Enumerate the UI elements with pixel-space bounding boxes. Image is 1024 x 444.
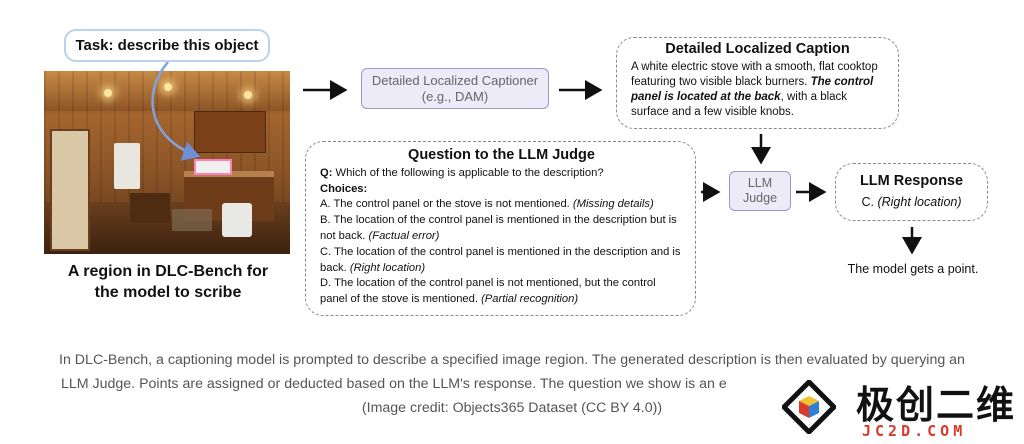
figure-caption-line1: In DLC-Bench, a captioning model is prom… xyxy=(59,352,965,368)
choice-a: A. The control panel or the stove is not… xyxy=(320,198,654,211)
photo-lamp xyxy=(104,89,112,97)
choice-a-tag: (Missing details) xyxy=(572,198,654,211)
choice-d-tag: (Partial recognition) xyxy=(481,293,579,306)
llm-response-title: LLM Response xyxy=(859,173,964,189)
photo-mat xyxy=(172,209,212,231)
caption-text-part3: , with a black surface and a few visible… xyxy=(631,91,848,118)
judge-question-title: Question to the LLM Judge xyxy=(408,147,595,163)
llm-response-box: LLM Response C. (Right location) xyxy=(835,163,988,221)
llm-response-value: C. (Right location) xyxy=(836,195,987,209)
captioner-box: Detailed Localized Captioner (e.g., DAM) xyxy=(361,68,549,109)
captioner-line2: (e.g., DAM) xyxy=(421,88,489,104)
figure-caption: In DLC-Bench, a captioning model is prom… xyxy=(0,348,1024,420)
watermark-chinese-text: 极创二维 xyxy=(856,383,1017,427)
photo-door xyxy=(50,129,90,251)
region-caption-line1: A region in DLC-Bench for xyxy=(67,263,269,280)
choice-b: B. The location of the control panel is … xyxy=(320,214,677,242)
judge-question-box: Question to the LLM Judge Q: Which of th… xyxy=(305,141,696,316)
photo-cabinet xyxy=(194,111,266,153)
diamond-cube-logo-icon xyxy=(782,380,836,434)
watermark: 极创二维 JC2D.COM xyxy=(772,368,1024,444)
judge-line1: LLM xyxy=(747,176,773,190)
region-caption: A region in DLC-Bench for the model to s… xyxy=(30,261,306,303)
question-line: Q: Which of the following is applicable … xyxy=(320,166,683,182)
watermark-domain-text: JC2D.COM xyxy=(862,422,967,440)
llm-judge-box: LLM Judge xyxy=(729,171,791,211)
detailed-caption-text: A white electric stove with a smooth, fl… xyxy=(631,60,884,120)
question-text: Which of the following is applicable to … xyxy=(332,166,604,179)
detailed-caption-title: Detailed Localized Caption xyxy=(665,41,850,57)
photo-table xyxy=(130,193,170,223)
task-label: Task: describe this object xyxy=(75,37,259,54)
choice-b-tag: (Factual error) xyxy=(368,229,440,242)
choice-c-tag: (Right location) xyxy=(349,261,426,274)
region-photo xyxy=(44,71,290,254)
result-text: The model gets a point. xyxy=(847,262,979,276)
choices-label: Choices: xyxy=(320,182,368,195)
response-tag: (Right location) xyxy=(877,195,962,209)
task-bubble: Task: describe this object xyxy=(64,29,270,62)
choice-c: C. The location of the control panel is … xyxy=(320,245,681,274)
choice-d: D. The location of the control panel is … xyxy=(320,277,656,306)
question-label: Q: xyxy=(320,166,333,179)
captioner-line1: Detailed Localized Captioner xyxy=(371,72,539,88)
figure-caption-line3: (Image credit: Objects365 Dataset (CC BY… xyxy=(361,400,663,416)
photo-bin xyxy=(222,203,252,237)
response-choice: C. xyxy=(861,195,878,209)
detailed-caption-box: Detailed Localized Caption A white elect… xyxy=(616,37,899,129)
photo-lamp xyxy=(244,91,252,99)
photo-lamp xyxy=(164,83,172,91)
region-caption-line2: the model to scribe xyxy=(94,284,242,301)
caption-text-part1: A white electric stove with a smooth, fl… xyxy=(631,61,878,88)
highlighted-stove-region xyxy=(194,159,232,175)
judge-line2: Judge xyxy=(742,191,778,205)
figure-caption-line2: LLM Judge. Points are assigned or deduct… xyxy=(61,376,727,392)
photo-fridge xyxy=(114,143,140,189)
caption-highlight-text: The control panel is located at the back xyxy=(631,76,874,103)
